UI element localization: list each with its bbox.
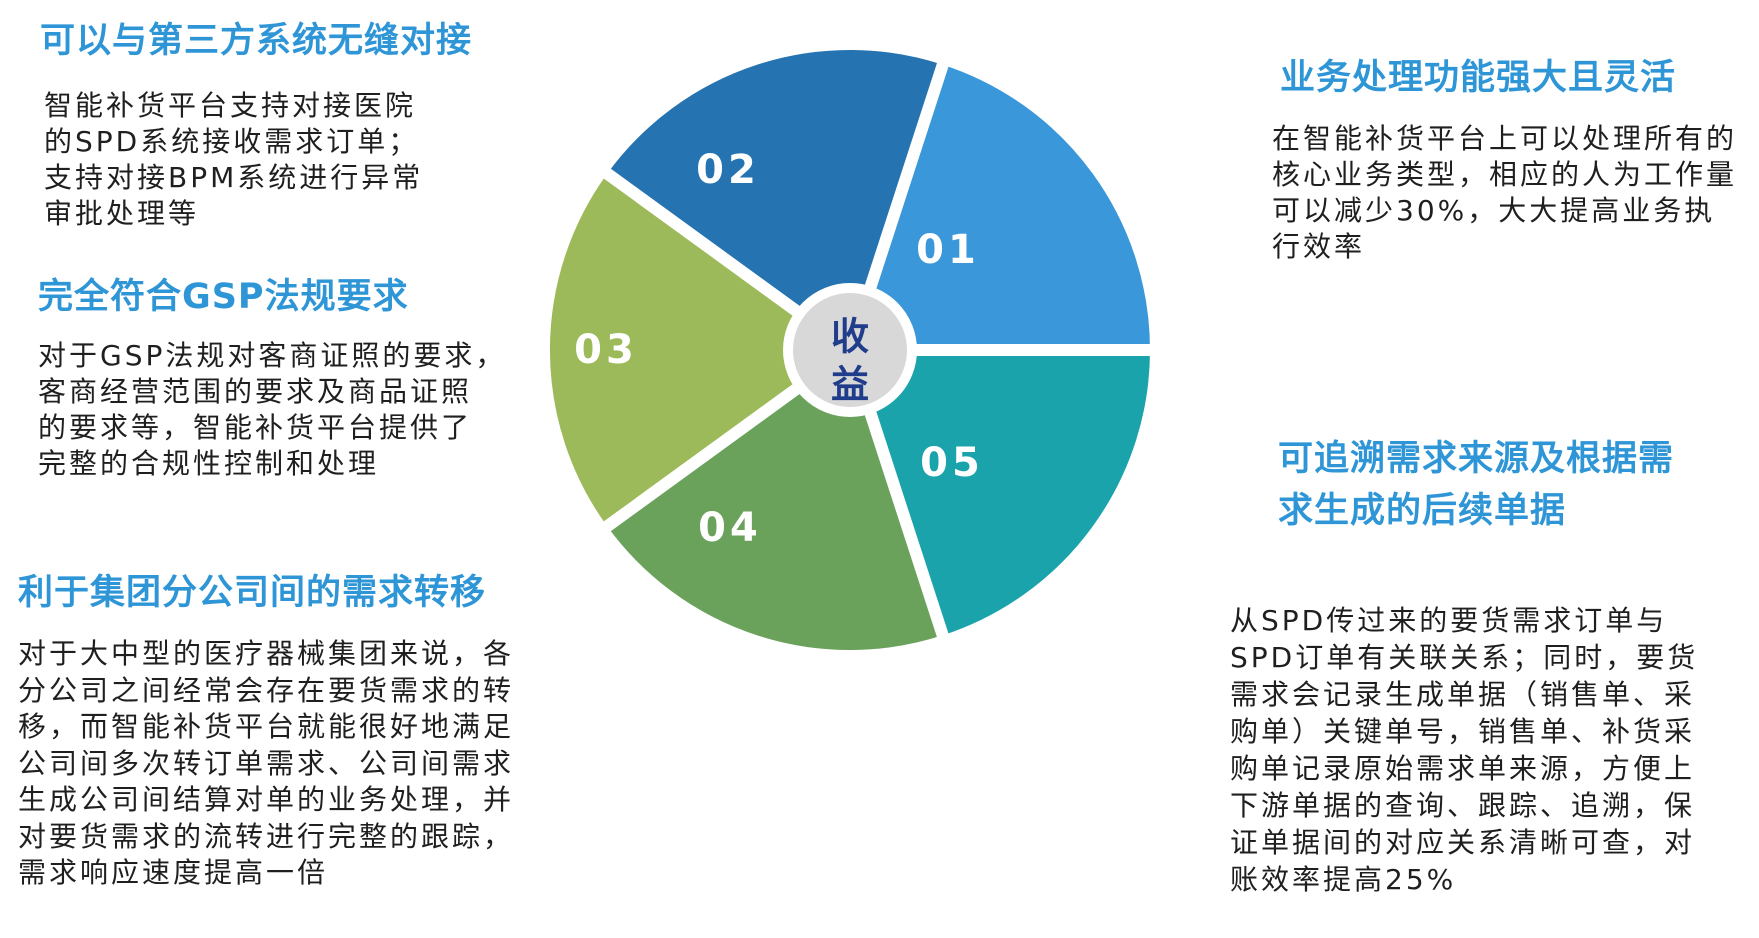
benefit-title-05: 可追溯需求来源及根据需 求生成的后续单据 — [1278, 439, 1675, 531]
benefit-text-04: 对于大中型的医疗器械集团来说，各 分公司之间经常会存在要货需求的转 移，而智能补… — [18, 637, 515, 889]
benefit-title-03: 完全符合GSP法规要求 — [38, 277, 409, 317]
benefit-title-block-05: 可追溯需求来源及根据需 求生成的后续单据 — [1278, 433, 1738, 537]
center-label-char-2: 益 — [831, 363, 869, 407]
benefit-text-02: 智能补货平台支持对接医院 的SPD系统接收需求订单； 支持对接BPM系统进行异常… — [44, 89, 424, 230]
pie-segment-02 — [596, 40, 951, 356]
benefit-title-02: 可以与第三方系统无缝对接 — [40, 21, 473, 61]
center-label-char-1: 收 — [831, 315, 869, 359]
benefit-title-04: 利于集团分公司间的需求转移 — [18, 573, 487, 613]
pie-segment-03 — [540, 164, 856, 536]
pie-segment-05 — [844, 344, 1160, 647]
pie-segment-number-05: 05 — [920, 440, 984, 486]
benefits-pie-diagram: 01 02 03 04 05 收 益 — [540, 40, 1160, 660]
benefit-title-01: 业务处理功能强大且灵活 — [1280, 58, 1677, 98]
benefit-text-05: 从SPD传过来的要货需求订单与 SPD订单有关联关系；同时，要货 需求会记录生成… — [1230, 604, 1699, 896]
benefit-block-01: 业务处理功能强大且灵活 在智能补货平台上可以处理所有的 核心业务类型，相应的人为… — [1272, 55, 1752, 265]
pie-segment-number-03: 03 — [574, 327, 638, 373]
benefit-text-01: 在智能补货平台上可以处理所有的 核心业务类型，相应的人为工作量 可以减少30%，… — [1272, 122, 1738, 263]
benefit-block-04: 利于集团分公司间的需求转移 对于大中型的医疗器械集团来说，各 分公司之间经常会存… — [18, 570, 558, 892]
benefit-text-03: 对于GSP法规对客商证照的要求， 客商经营范围的要求及商品证照 的要求等，智能补… — [38, 339, 507, 480]
benefit-block-02: 可以与第三方系统无缝对接 智能补货平台支持对接医院 的SPD系统接收需求订单； … — [40, 18, 560, 232]
center-circle — [783, 283, 917, 417]
benefit-text-block-05: 从SPD传过来的要货需求订单与 SPD订单有关联关系；同时，要货 需求会记录生成… — [1230, 602, 1750, 898]
pie-segment-number-04: 04 — [698, 505, 762, 551]
benefit-block-03: 完全符合GSP法规要求 对于GSP法规对客商证照的要求， 客商经营范围的要求及商… — [38, 274, 578, 482]
pie-segment-number-02: 02 — [696, 147, 760, 193]
pie-segment-04 — [596, 344, 951, 660]
pie-segment-number-01: 01 — [916, 227, 980, 273]
